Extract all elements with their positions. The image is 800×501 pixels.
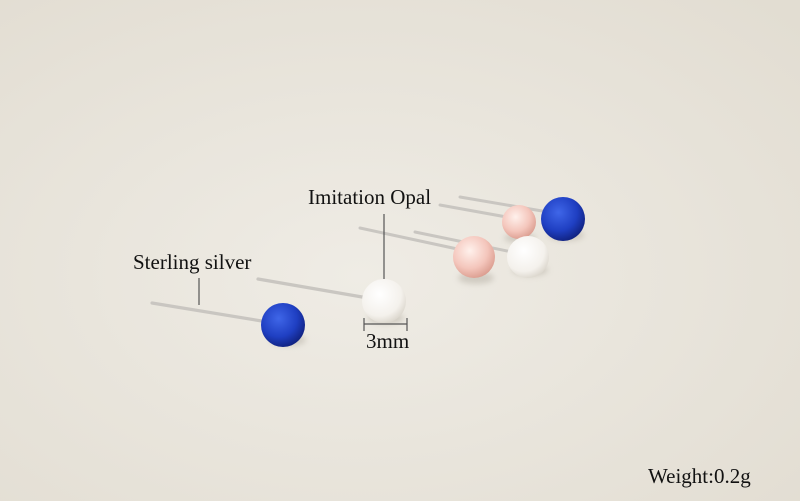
size-label: 3mm [366, 329, 410, 353]
weight-label: Weight:0.2g [648, 464, 751, 488]
size-dimension-bracket [363, 318, 408, 331]
pink-opal-stud-back [502, 205, 536, 239]
imitation-opal-label: Imitation Opal [308, 185, 432, 209]
blue-opal-stud-front [261, 303, 305, 347]
earring-posts-front [150, 277, 370, 324]
sterling-silver-label: Sterling silver [133, 250, 252, 274]
white-opal-stud-back [507, 236, 549, 278]
white-opal-stud-front [362, 279, 406, 323]
pink-opal-stud-front [453, 236, 495, 278]
blue-opal-stud-back [541, 197, 585, 241]
